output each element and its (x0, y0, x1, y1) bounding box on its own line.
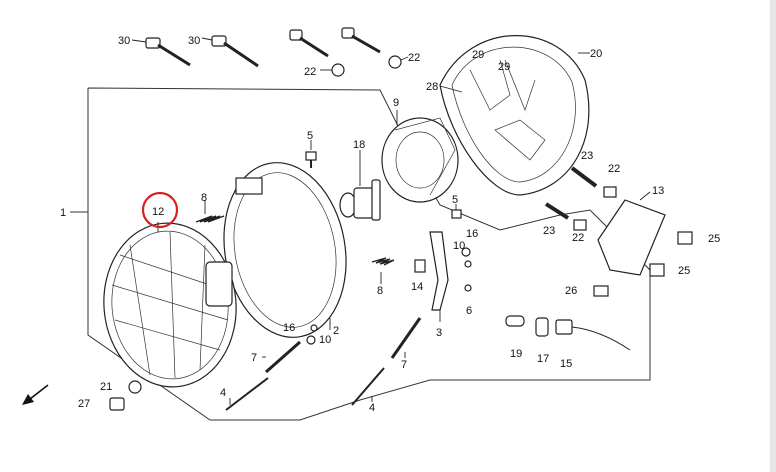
screw-5b (451, 204, 462, 219)
scroll-edge (770, 0, 776, 472)
spring-8-left (195, 200, 225, 223)
callout-20: 20 (590, 48, 602, 60)
headlight-unit-12 (103, 222, 237, 388)
callout-5b: 5 (452, 194, 458, 206)
callout-22c: 22 (608, 163, 620, 175)
callout-15: 15 (560, 358, 572, 370)
nut-25-upper (677, 231, 693, 245)
callout-17: 17 (537, 353, 549, 365)
headlight-case-20 (439, 35, 590, 196)
callout-22d: 22 (572, 232, 584, 244)
callout-22b: 22 (408, 52, 420, 64)
callout-3: 3 (436, 327, 442, 339)
callout-14: 14 (411, 281, 423, 293)
callout-23a: 23 (581, 150, 593, 162)
nut-16b (310, 324, 318, 332)
callout-21: 21 (100, 381, 112, 393)
callout-19: 19 (510, 348, 522, 360)
screw-6 (464, 284, 472, 292)
nut-25-lower (649, 263, 665, 277)
callout-7a: 7 (251, 352, 257, 364)
callout-30b: 30 (188, 35, 200, 47)
bolt-30-right (201, 35, 259, 68)
callout-13: 13 (652, 185, 664, 197)
callout-23b: 23 (543, 225, 555, 237)
callout-26: 26 (565, 285, 577, 297)
grommet-21 (128, 380, 142, 394)
bolt-top-3 (289, 29, 345, 77)
headlight-rim-2 (223, 162, 347, 338)
nut-22-upper (603, 186, 617, 198)
callout-29b: 29 (498, 61, 510, 73)
callout-2: 2 (333, 325, 339, 337)
spring-8-right (371, 257, 395, 284)
callout-4a: 4 (220, 387, 226, 399)
callout-1: 1 (60, 207, 66, 219)
bulb-19 (505, 315, 525, 327)
callout-6: 6 (466, 305, 472, 317)
socket-cover-9 (381, 110, 459, 203)
washer-10b (306, 335, 316, 345)
adjust-screw-7-left (262, 340, 301, 374)
callout-25a: 25 (708, 233, 720, 245)
screw-5 (305, 140, 317, 168)
callout-8a: 8 (201, 192, 207, 204)
callout-25b: 25 (678, 265, 690, 277)
callout-5a: 5 (307, 130, 313, 142)
bolt-4-right (351, 367, 385, 406)
bracket-3 (429, 231, 449, 322)
bulb-18 (339, 150, 381, 221)
callout-30a: 30 (118, 35, 130, 47)
callout-10a: 10 (453, 240, 465, 252)
nut-16 (464, 260, 472, 268)
clip-26 (593, 285, 609, 297)
callout-8b: 8 (377, 285, 383, 297)
nut-27 (109, 397, 125, 411)
callout-22a: 22 (304, 66, 316, 78)
callout-16a: 16 (466, 228, 478, 240)
highlight-ring-12 (141, 191, 179, 229)
bolt-30-left (131, 37, 191, 67)
pin-23-upper (570, 166, 598, 188)
nut-14 (414, 259, 426, 273)
callout-16b: 16 (283, 322, 295, 334)
callout-7b: 7 (401, 359, 407, 371)
callout-labels: 30 30 22 22 29 29 20 28 9 5 5 18 1 8 8 2… (60, 35, 720, 414)
callout-18: 18 (353, 139, 365, 151)
bolt-top-4 (341, 27, 409, 69)
arrow-down-left-icon (22, 384, 49, 405)
callout-10b: 10 (319, 334, 331, 346)
harness-15 (555, 319, 631, 351)
washer-10 (461, 247, 471, 257)
callout-4b: 4 (369, 402, 375, 414)
callout-9: 9 (393, 97, 399, 109)
adjust-screw-7-right (390, 317, 422, 359)
socket-17 (535, 317, 549, 337)
callout-28: 28 (426, 81, 438, 93)
nut-22-lower (573, 219, 587, 231)
bracket-13 (597, 191, 666, 276)
callout-27: 27 (78, 398, 90, 410)
bolt-4-left (225, 377, 269, 411)
highlight-label-12: 12 (152, 206, 164, 218)
pin-23-lower (544, 202, 570, 220)
callout-29a: 29 (472, 49, 484, 61)
